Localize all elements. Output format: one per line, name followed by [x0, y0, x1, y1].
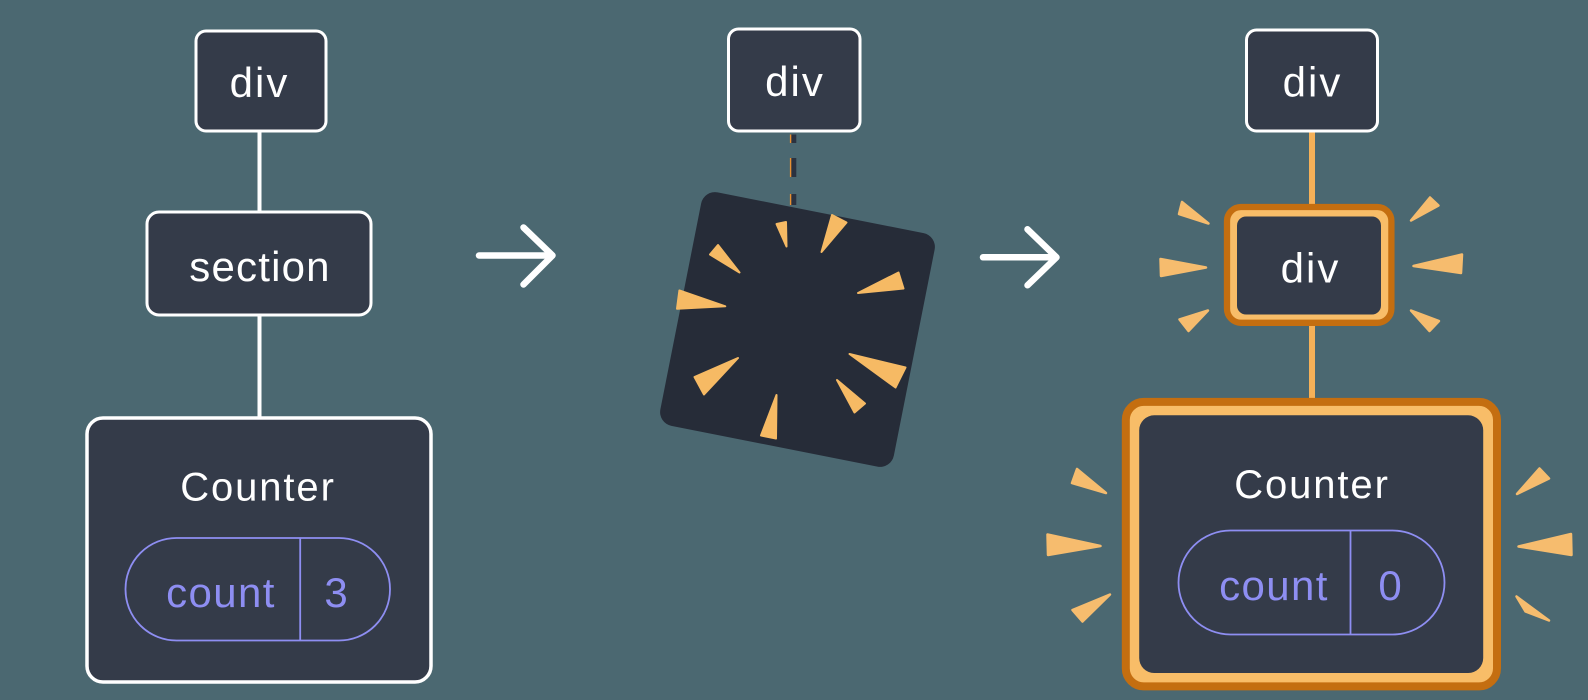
- svg-text:section: section: [189, 243, 330, 290]
- svg-text:div: div: [765, 58, 825, 105]
- svg-text:count: count: [1219, 562, 1329, 609]
- svg-text:0: 0: [1378, 562, 1401, 609]
- svg-text:div: div: [1283, 59, 1343, 106]
- svg-text:count: count: [166, 569, 276, 616]
- svg-text:3: 3: [324, 569, 347, 616]
- svg-text:div: div: [1281, 244, 1341, 291]
- svg-text:div: div: [230, 59, 290, 106]
- svg-text:Counter: Counter: [180, 466, 336, 510]
- svg-text:Counter: Counter: [1234, 463, 1390, 507]
